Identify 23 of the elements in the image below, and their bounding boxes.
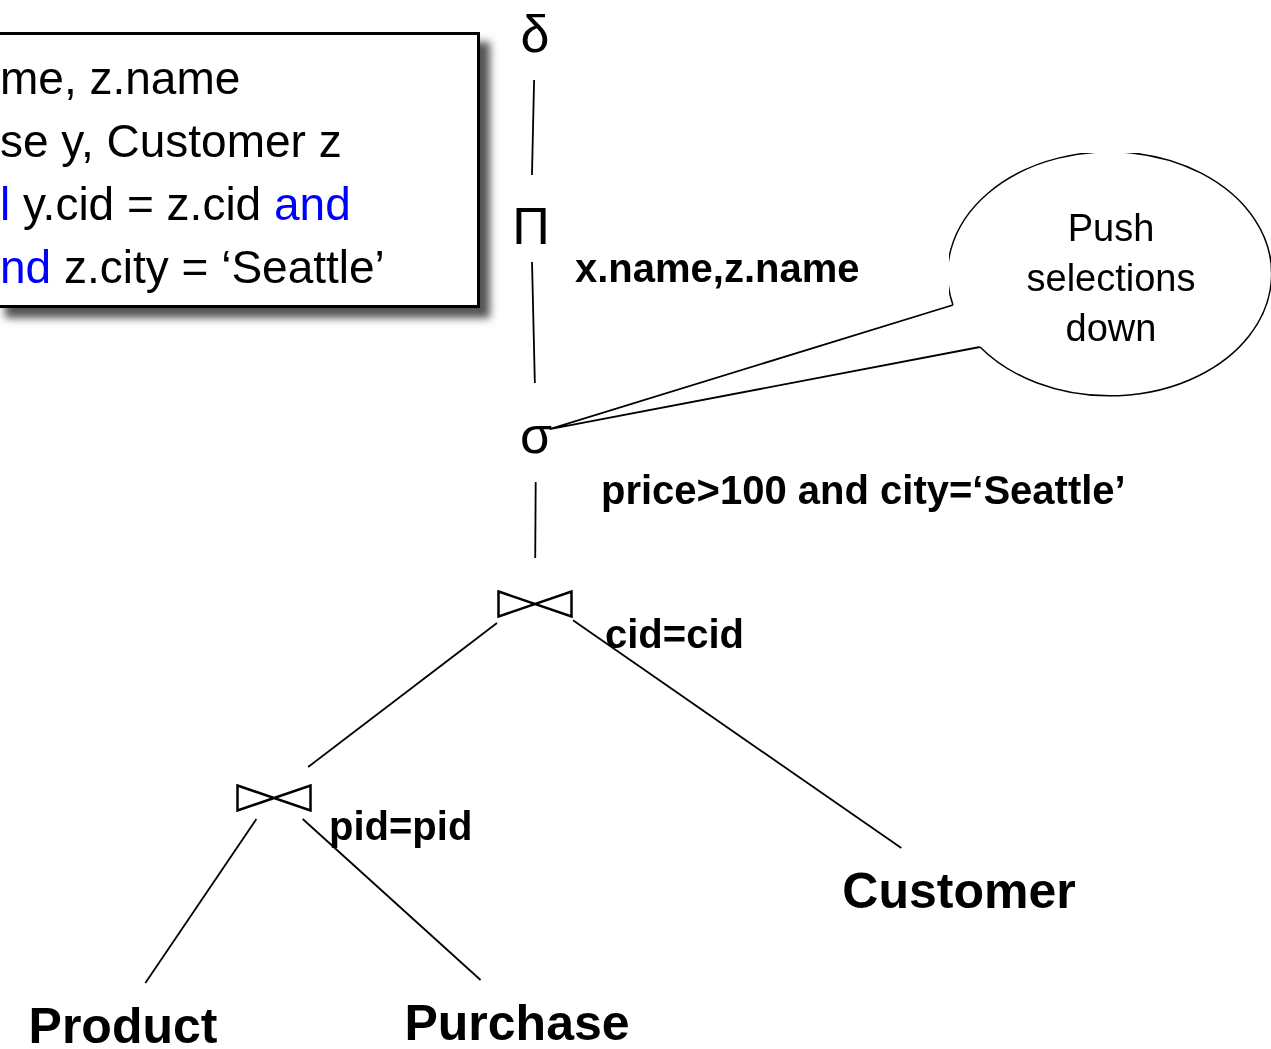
tree-edge — [301, 818, 482, 981]
keyword-text: l — [0, 181, 11, 227]
tree-edge — [534, 481, 537, 559]
relation-name: Purchase — [403, 998, 631, 1048]
callout-text: Push selections down — [1025, 206, 1197, 351]
condition-label: pid=pid — [329, 806, 473, 846]
tree-edge — [307, 622, 498, 768]
tree-edge — [572, 619, 903, 849]
tree-edge — [144, 818, 258, 984]
condition-label: x.name,z.name — [575, 248, 860, 288]
tree-edge — [531, 261, 536, 384]
operator-symbol: Π — [511, 200, 551, 252]
operator-symbol: δ — [519, 8, 551, 60]
query-text: me, z.name — [0, 55, 241, 101]
relation-name: Product — [27, 1001, 219, 1049]
query-box — [0, 32, 480, 308]
condition-label: cid=cid — [605, 614, 744, 654]
condition-label: price>100 and city=‘Seattle’ — [601, 470, 1126, 510]
keyword-text: nd — [0, 244, 52, 290]
relation-name: Customer — [841, 866, 1077, 916]
tree-edge — [531, 79, 535, 176]
operator-symbol: σ — [520, 409, 552, 461]
keyword-text: and — [274, 181, 351, 227]
